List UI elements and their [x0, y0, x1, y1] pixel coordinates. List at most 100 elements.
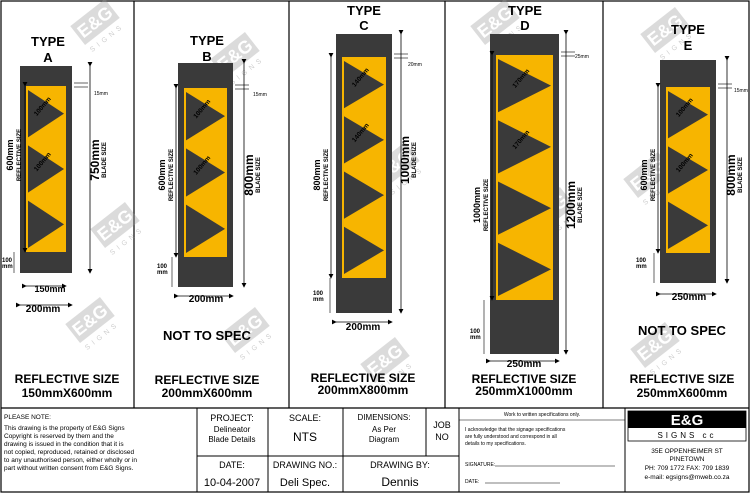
chevron-triangle — [344, 171, 384, 219]
reflective-edge — [666, 87, 710, 90]
job-label: NO — [435, 432, 449, 442]
reflective-size-value: 150mmX600mm — [22, 386, 113, 400]
blade-label: BLADE SIZE — [256, 157, 262, 193]
type-letter: D — [520, 18, 529, 33]
address-line: 35E OPPENHEIMER ST — [651, 448, 723, 455]
email-line: e-mail: egsigns@mweb.co.za — [645, 474, 730, 481]
reflective-label: REFLECTIVE SIZE — [324, 149, 330, 201]
scale-label: SCALE: — [289, 413, 321, 423]
acknowledge-line: I acknowledge that the signage specifica… — [465, 427, 566, 433]
project-value: Blade Details — [208, 435, 255, 444]
date2-label: DATE: — [465, 479, 479, 485]
acknowledge-line: are fully understood and correspond in a… — [465, 434, 557, 440]
blade-height: 1200mm — [564, 181, 578, 229]
please-note-line: part without written consent from E&G Si… — [4, 465, 134, 472]
gap-top-dim: 20mm — [408, 62, 422, 68]
reflective-label: REFLECTIVE SIZE — [651, 149, 657, 201]
blade-label: BLADE SIZE — [412, 142, 418, 178]
drawing-no-value: Deli Spec. — [280, 477, 330, 489]
reflective-label: REFLECTIVE SIZE — [17, 129, 23, 181]
blade-width-dim: 200mm — [26, 304, 61, 315]
reflective-label: REFLECTIVE SIZE — [169, 149, 175, 201]
reflective-height: 800mm — [312, 159, 322, 190]
chevron-triangle — [28, 200, 64, 248]
please-note-line: drawing is issued in the condition that … — [4, 441, 124, 448]
svg-text:SIGNS cc: SIGNS cc — [657, 431, 716, 440]
phone-line: PH: 709 1772 FAX: 709 1839 — [645, 465, 730, 472]
project-label: PROJECT: — [210, 413, 254, 423]
blade-label: BLADE SIZE — [578, 187, 584, 223]
chevron-triangle — [668, 91, 708, 139]
type-letter: E — [684, 38, 693, 53]
type-label: TYPE — [671, 22, 705, 37]
chevron-triangle — [344, 116, 384, 164]
gap-top-dim: 15mm — [253, 92, 267, 98]
acknowledge-line: details to my specifications. — [465, 441, 526, 447]
chevron-triangle — [498, 242, 551, 296]
chevron-triangle — [498, 120, 551, 174]
type-label: TYPE — [190, 33, 224, 48]
gap-top-dim: 25mm — [575, 54, 589, 60]
reflective-size-title: REFLECTIVE SIZE — [630, 372, 735, 386]
title-block: PLEASE NOTE: This drawing is the propert… — [4, 408, 747, 492]
type-label: TYPE — [347, 3, 381, 18]
reflective-size-value: 250mmX600mm — [637, 386, 728, 400]
drawing-by-value: Dennis — [381, 475, 418, 489]
reflective-size-title: REFLECTIVE SIZE — [311, 371, 416, 385]
reflective-edge — [496, 55, 553, 58]
chevron-triangle — [344, 61, 384, 109]
chevron-triangle — [186, 92, 225, 141]
chevron-triangle — [498, 181, 551, 235]
eg-logo: E&G SIGNS cc — [627, 410, 747, 442]
reflective-edge — [184, 88, 227, 91]
blade-label: BLADE SIZE — [102, 142, 108, 178]
chevron-triangle — [186, 204, 225, 253]
chevron-triangle — [344, 226, 384, 274]
blade-width-dim: 250mm — [507, 359, 542, 370]
reflective-height: 1000mm — [472, 187, 482, 223]
reflective-size-value: 200mmX600mm — [162, 386, 253, 400]
blade-height: 800mm — [724, 154, 738, 195]
please-note-line: not copied, reproduced, retained or disc… — [4, 449, 134, 456]
reflective-height: 600mm — [639, 159, 649, 190]
type-letter: A — [43, 50, 53, 65]
not-to-spec: NOT TO SPEC — [163, 328, 251, 343]
please-note-line: This drawing is the property of E&G Sign… — [4, 425, 125, 432]
reflective-width-dim: 150mm — [34, 284, 65, 294]
scale-value: NTS — [293, 430, 317, 444]
reflective-size-value: 250mmX1000mm — [475, 384, 572, 398]
chevron-triangle — [668, 146, 708, 194]
blade-group: 100mm100mm100mm100mm140mm140mm170mm170mm… — [13, 30, 732, 364]
dimensions-value: Diagram — [369, 435, 400, 444]
blade-width-dim: 250mm — [672, 292, 707, 303]
reflective-edge — [26, 86, 66, 89]
type-label: TYPE — [31, 34, 65, 49]
panel-text-group: TYPE A 600mm REFLECTIVE SIZE 750mm BLADE… — [2, 3, 748, 400]
project-value: Delineator — [214, 425, 251, 434]
chevron-triangle — [186, 148, 225, 197]
gap-top-dim: 15mm — [734, 88, 748, 94]
gap-top-dim: 15mm — [94, 91, 108, 97]
reflective-size-title: REFLECTIVE SIZE — [155, 373, 260, 387]
reflective-height: 600mm — [5, 139, 15, 170]
reflective-size-value: 200mmX800mm — [318, 383, 409, 397]
job-label: JOB — [433, 420, 451, 430]
blade-height: 750mm — [88, 139, 102, 180]
chevron-triangle — [28, 145, 64, 193]
drawing-by-label: DRAWING BY: — [370, 460, 430, 470]
reflective-size-title: REFLECTIVE SIZE — [472, 372, 577, 386]
reflective-edge — [342, 57, 386, 60]
address-line: PINETOWN — [670, 456, 705, 463]
date-label: DATE: — [219, 460, 245, 470]
please-note-line: to any unauthorised person, either wholl… — [4, 457, 137, 464]
